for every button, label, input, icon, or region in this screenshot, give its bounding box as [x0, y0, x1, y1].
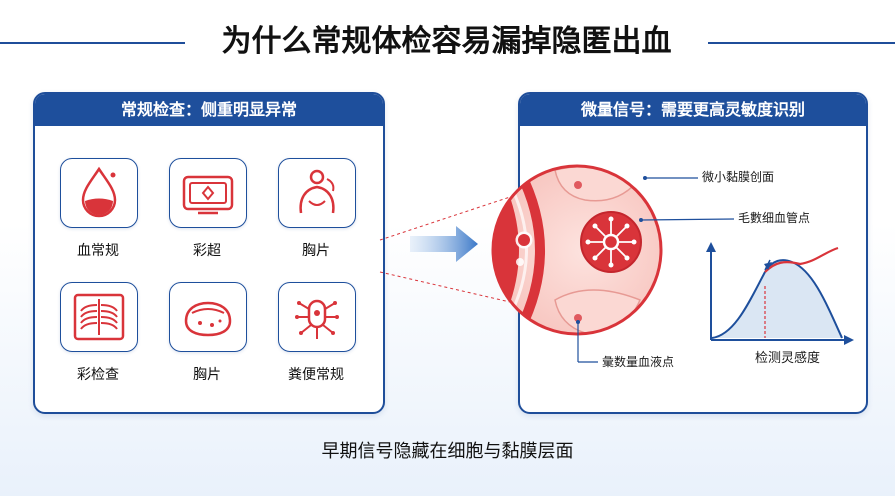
chest-film-label: 胸片 — [302, 243, 330, 259]
person-scan-icon — [299, 169, 335, 214]
color-check-label: 彩检查 — [77, 367, 119, 383]
ultrasound-label: 彩超 — [193, 243, 221, 259]
microbe-icon — [295, 299, 339, 339]
trace-blood-callout: 彙数量血液点 — [602, 355, 675, 369]
blood-test-tile — [60, 158, 138, 228]
zoom-line-bottom — [379, 271, 511, 303]
title-divider-right — [708, 42, 895, 44]
mucosal-wound-callout: 微小黏膜创面 — [702, 170, 775, 184]
footer-caption: 早期信号隐藏在细胞与黏膜层面 — [321, 441, 574, 462]
trace-signal-header: 微量信号：需要更高灵敏度识别 — [520, 94, 866, 126]
chest-film-2-label: 胸片 — [193, 367, 221, 383]
title-divider-left — [0, 42, 185, 44]
blood-test-label: 血常规 — [77, 243, 119, 259]
ultrasound-tile — [169, 158, 247, 228]
capillary-point-callout: 毛數细血管点 — [738, 211, 811, 225]
ultrasound-device-icon — [182, 175, 234, 215]
title-row: 为什么常规体检容易漏掉隐匿出血 — [0, 20, 895, 64]
color-check-tile — [60, 282, 138, 352]
chest-film-tile — [278, 158, 356, 228]
routine-checks-header: 常规检查：侧重明显异常 — [35, 94, 383, 126]
stool-test-tile — [278, 282, 356, 352]
right-arrow-icon — [410, 226, 478, 262]
chest-film-2-tile — [169, 282, 247, 352]
blood-drop-icon — [81, 166, 117, 218]
routine-checks-panel: 常规检查：侧重明显异常 血常规 彩超 胸片 — [33, 92, 385, 414]
stool-test-label: 粪便常规 — [288, 367, 344, 383]
page-title: 为什么常规体检容易漏掉隐匿出血 — [221, 24, 672, 59]
ribcage-xray-icon — [73, 293, 125, 341]
sensitivity-chart-label: 检测灵感度 — [755, 351, 821, 366]
organ-icon — [184, 301, 232, 337]
